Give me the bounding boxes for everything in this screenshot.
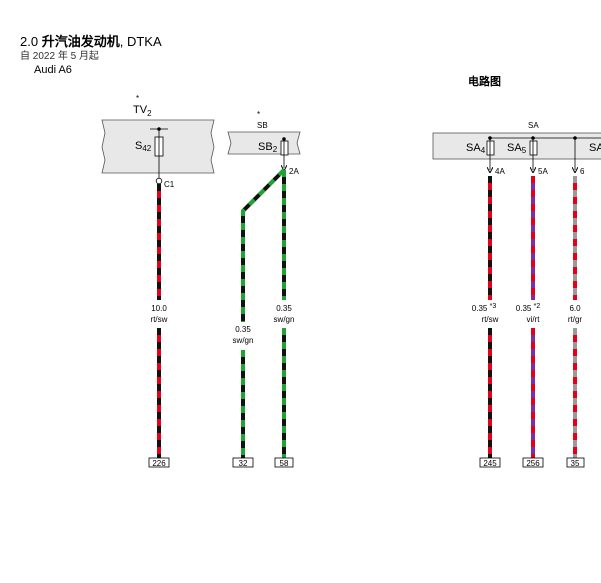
wire-1: 10.0 rt/sw 226 [148,184,170,468]
fuse-sb2: SB2 2A [258,137,299,176]
date-month-unit: 月起 [78,51,99,62]
connector-58-box [274,457,294,468]
wire-3-size: 0.35 [276,304,292,313]
wire-1-size: 10.0 [151,304,167,313]
wire-2: 0.35 sw/gn 32 [232,168,286,468]
pin-4a: 4A [495,167,505,176]
wire-2-upper [241,168,286,322]
fuse-block-tv2: TV2 * [101,94,215,174]
wire-2-color: sw/gn [233,336,254,345]
wire-6-size: 6.0 [569,304,581,313]
wire-stripe-color [241,168,286,322]
connector-245: 245 [483,459,497,468]
vehicle-model: Audi A6 [34,64,72,76]
fuse-sa6: SA 6 [573,136,601,176]
wire-2-size: 0.35 [235,325,251,334]
wire-1-color: rt/sw [151,315,168,324]
wire-5-color: vi/rt [527,315,541,324]
svg-text:SB2: SB2 [258,141,278,154]
wire-6-color: rt/gr [568,315,583,324]
date-month: 5 [70,51,77,62]
date-year: 2022 [32,51,56,62]
wire-3-color: sw/gn [274,315,295,324]
title-suffix: , DTKA [119,34,162,49]
connector-256: 256 [526,459,540,468]
connector-245-box [479,457,501,468]
tv-asterisk: * [136,94,139,103]
wire-4-color: rt/sw [482,315,499,324]
date-prefix: 自 [20,51,30,62]
pin-5a: 5A [538,167,548,176]
date-year-unit: 年 [57,51,68,62]
connector-32: 32 [239,459,248,468]
svg-text:SA5: SA5 [507,142,527,155]
fuse-sa5: SA5 5A [507,136,548,176]
validity-date: 自 2022 年 5 月起 [20,52,99,62]
title-main: 升汽油发动机 [41,34,120,49]
sb-asterisk: * [257,110,260,119]
sa-label: SA [528,121,539,130]
connector-226: 226 [152,459,166,468]
wire-6: 6.0 rt/gr 35 [566,176,585,468]
connector-58: 58 [280,459,289,468]
pin-2a: 2A [289,167,299,176]
pin-c1: C1 [164,180,175,189]
pin-6: 6 [580,167,585,176]
fuse-sa4: SA4 4A [466,136,505,176]
title-prefix: 2.0 [20,34,39,49]
section-title: 电路图 [468,76,501,88]
sb-label: SB [257,121,268,130]
connector-256-box [522,457,544,468]
diagram-title: 2.0 升汽油发动机, DTKA [20,35,162,48]
connector-35-box [566,457,585,468]
wire-4: 0.35 *3 rt/sw 245 [472,176,501,468]
connector-32-box [232,457,254,468]
fuse-block-sa: SA [432,121,601,160]
svg-text:SA4: SA4 [466,142,486,155]
wire-5: 0.35 *2 vi/rt 256 [516,176,544,468]
fuse-s42: S42 C1 [135,127,175,189]
connector-226-box [148,457,170,468]
wire-3: 0.35 sw/gn 58 [274,170,295,468]
svg-text:S42: S42 [135,140,152,153]
connector-35: 35 [571,459,580,468]
svg-text:SA: SA [589,142,601,154]
wire-5-size: 0.35 *2 [516,303,541,313]
wire-4-size: 0.35 *3 [472,303,497,313]
tv-label: TV2 [133,104,152,118]
